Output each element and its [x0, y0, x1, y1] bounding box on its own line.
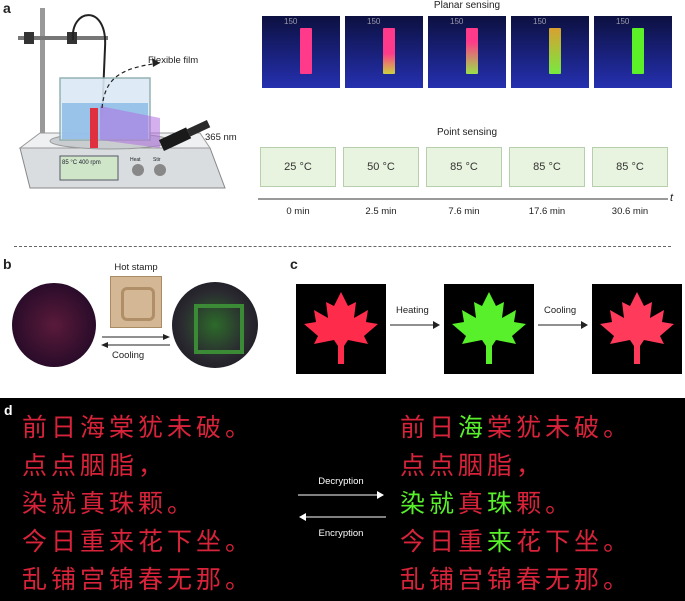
film-strip [90, 108, 98, 148]
stir-button-label: Stir [153, 157, 161, 163]
instrument-display: 85 °C 400 rpm [62, 160, 101, 166]
point-sensing-title: Point sensing [436, 127, 498, 138]
planar-photo-4: 150 [511, 16, 589, 88]
planar-strip-5 [632, 28, 644, 74]
hot-stamp-image [110, 276, 162, 328]
clamp-arm [18, 36, 108, 40]
planar-photo-1: 150 [262, 16, 340, 88]
time-label-1: 0 min [286, 206, 310, 217]
time-label-3: 7.6 min [448, 206, 480, 217]
wavelength-label: 365 nm [205, 132, 237, 143]
poem-right-line-1: 前日海棠犹未破。 [400, 413, 633, 442]
temp-box-3: 85 °C [426, 147, 502, 187]
leaf-red-cooled [592, 284, 682, 374]
panel-b-cooling-label: Cooling [112, 350, 145, 361]
time-label-5: 30.6 min [611, 206, 649, 217]
planar-tick-5: 150 [616, 17, 630, 26]
poem-right-line-3: 染就真珠颗。 [400, 489, 575, 518]
probe-wire [71, 14, 107, 119]
poem-left-line-5: 乱铺宫锦春无那。 [22, 565, 255, 594]
flashlight-icon [158, 127, 192, 151]
time-label-4: 17.6 min [528, 206, 566, 217]
stand-rod [40, 8, 45, 138]
hotplate-body [19, 147, 226, 189]
planar-strip-4 [549, 28, 561, 74]
planar-photo-2: 150 [345, 16, 423, 88]
heating-arrow [390, 321, 440, 329]
panel-d-background [0, 398, 685, 601]
hotplate-illustration [18, 8, 226, 189]
planar-sensing-title: Planar sensing [433, 0, 501, 11]
temp-box-2: 50 °C [343, 147, 419, 187]
flexible-film-label: Flexible film [148, 55, 199, 66]
poem-right-line-5: 乱铺宫锦春无那。 [400, 565, 633, 594]
panel-b-letter: b [3, 256, 12, 272]
planar-photo-5: 150 [594, 16, 672, 88]
leaf-red-initial [296, 284, 386, 374]
leaf-green-heated [444, 284, 534, 374]
planar-strip-1 [300, 28, 312, 74]
encryption-arrow [299, 513, 386, 521]
poem-right-line-2: 点点胭脂， [400, 451, 546, 480]
heating-label: Heating [396, 305, 429, 316]
encryption-label: Encryption [318, 528, 364, 539]
hot-stamp-label: Hot stamp [114, 262, 158, 273]
section-divider [14, 246, 671, 247]
panel-a-letter: a [3, 0, 11, 16]
poem-left-line-3: 染就真珠颗。 [22, 489, 197, 518]
decryption-label: Decryption [318, 476, 364, 487]
time-axis-label: t [670, 192, 674, 204]
planar-tick-1: 150 [284, 17, 298, 26]
planar-tick-3: 150 [450, 17, 464, 26]
film-before-stamp [12, 283, 96, 367]
time-axis [258, 198, 668, 200]
heat-button-label: Heat [130, 157, 141, 163]
planar-photo-3: 150 [428, 16, 506, 88]
planar-tick-2: 150 [367, 17, 381, 26]
poem-left-line-2: 点点胭脂， [22, 451, 168, 480]
poem-left-line-1: 前日海棠犹未破。 [22, 413, 255, 442]
decryption-arrow [298, 491, 384, 499]
poem-left-line-4: 今日重来花下坐。 [22, 527, 255, 556]
reversible-arrows [101, 334, 170, 348]
panel-d-letter: d [4, 402, 13, 418]
dashed-arrow [101, 62, 161, 109]
planar-tick-4: 150 [533, 17, 547, 26]
uv-beam [100, 106, 160, 148]
panel-c-cooling-label: Cooling [544, 305, 577, 316]
temp-box-1: 25 °C [260, 147, 336, 187]
film-after-stamp [172, 282, 258, 368]
planar-strip-2 [383, 28, 395, 74]
planar-strip-3 [466, 28, 478, 74]
poem-right-line-4: 今日重来花下坐。 [400, 527, 633, 556]
panel-c-letter: c [290, 256, 298, 272]
time-label-2: 2.5 min [365, 206, 397, 217]
cooling-arrow [538, 321, 588, 329]
temp-box-5: 85 °C [592, 147, 668, 187]
temp-box-4: 85 °C [509, 147, 585, 187]
